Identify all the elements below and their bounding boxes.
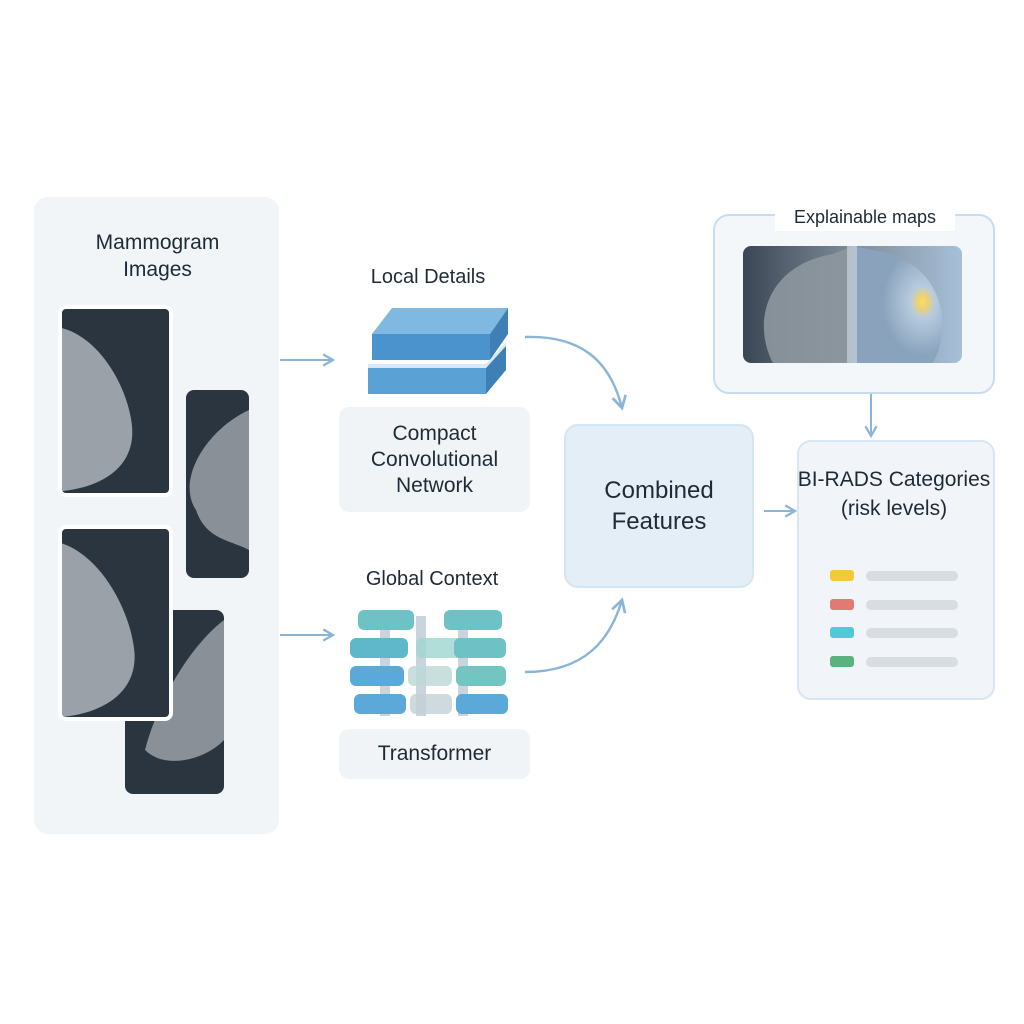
mammogram-thumbnail [58, 305, 173, 497]
saliency-map-image [743, 246, 962, 363]
risk-level-bar [866, 628, 958, 638]
arrow-transformer-to-fusion [524, 597, 627, 674]
transformer-block-icon [350, 610, 508, 716]
arrow-cnn-to-fusion [524, 335, 627, 411]
local-details-heading: Local Details [370, 266, 486, 288]
cnn-block-icon [368, 308, 508, 394]
risk-level-bar [866, 657, 958, 667]
risk-level-bar [866, 600, 958, 610]
risk-level-bar [866, 571, 958, 581]
risk-level-swatch [830, 570, 854, 581]
mammogram-thumbnail [186, 390, 249, 578]
input-panel-title: Mammogram Images [95, 231, 220, 281]
risk-level-swatch [830, 656, 854, 667]
cnn-module-box: Compact Convolutional Network [339, 407, 530, 512]
risk-level-swatch [830, 599, 854, 610]
mammogram-thumbnail [58, 525, 173, 721]
risk-level-swatch [830, 627, 854, 638]
birads-title: BI-RADS Categories (risk levels) [797, 468, 991, 520]
explainable-maps-title: Explainable maps [775, 203, 955, 231]
global-context-heading: Global Context [365, 568, 499, 590]
combined-features-box: Combined Features [564, 424, 754, 588]
transformer-module-box: Transformer [339, 729, 530, 779]
